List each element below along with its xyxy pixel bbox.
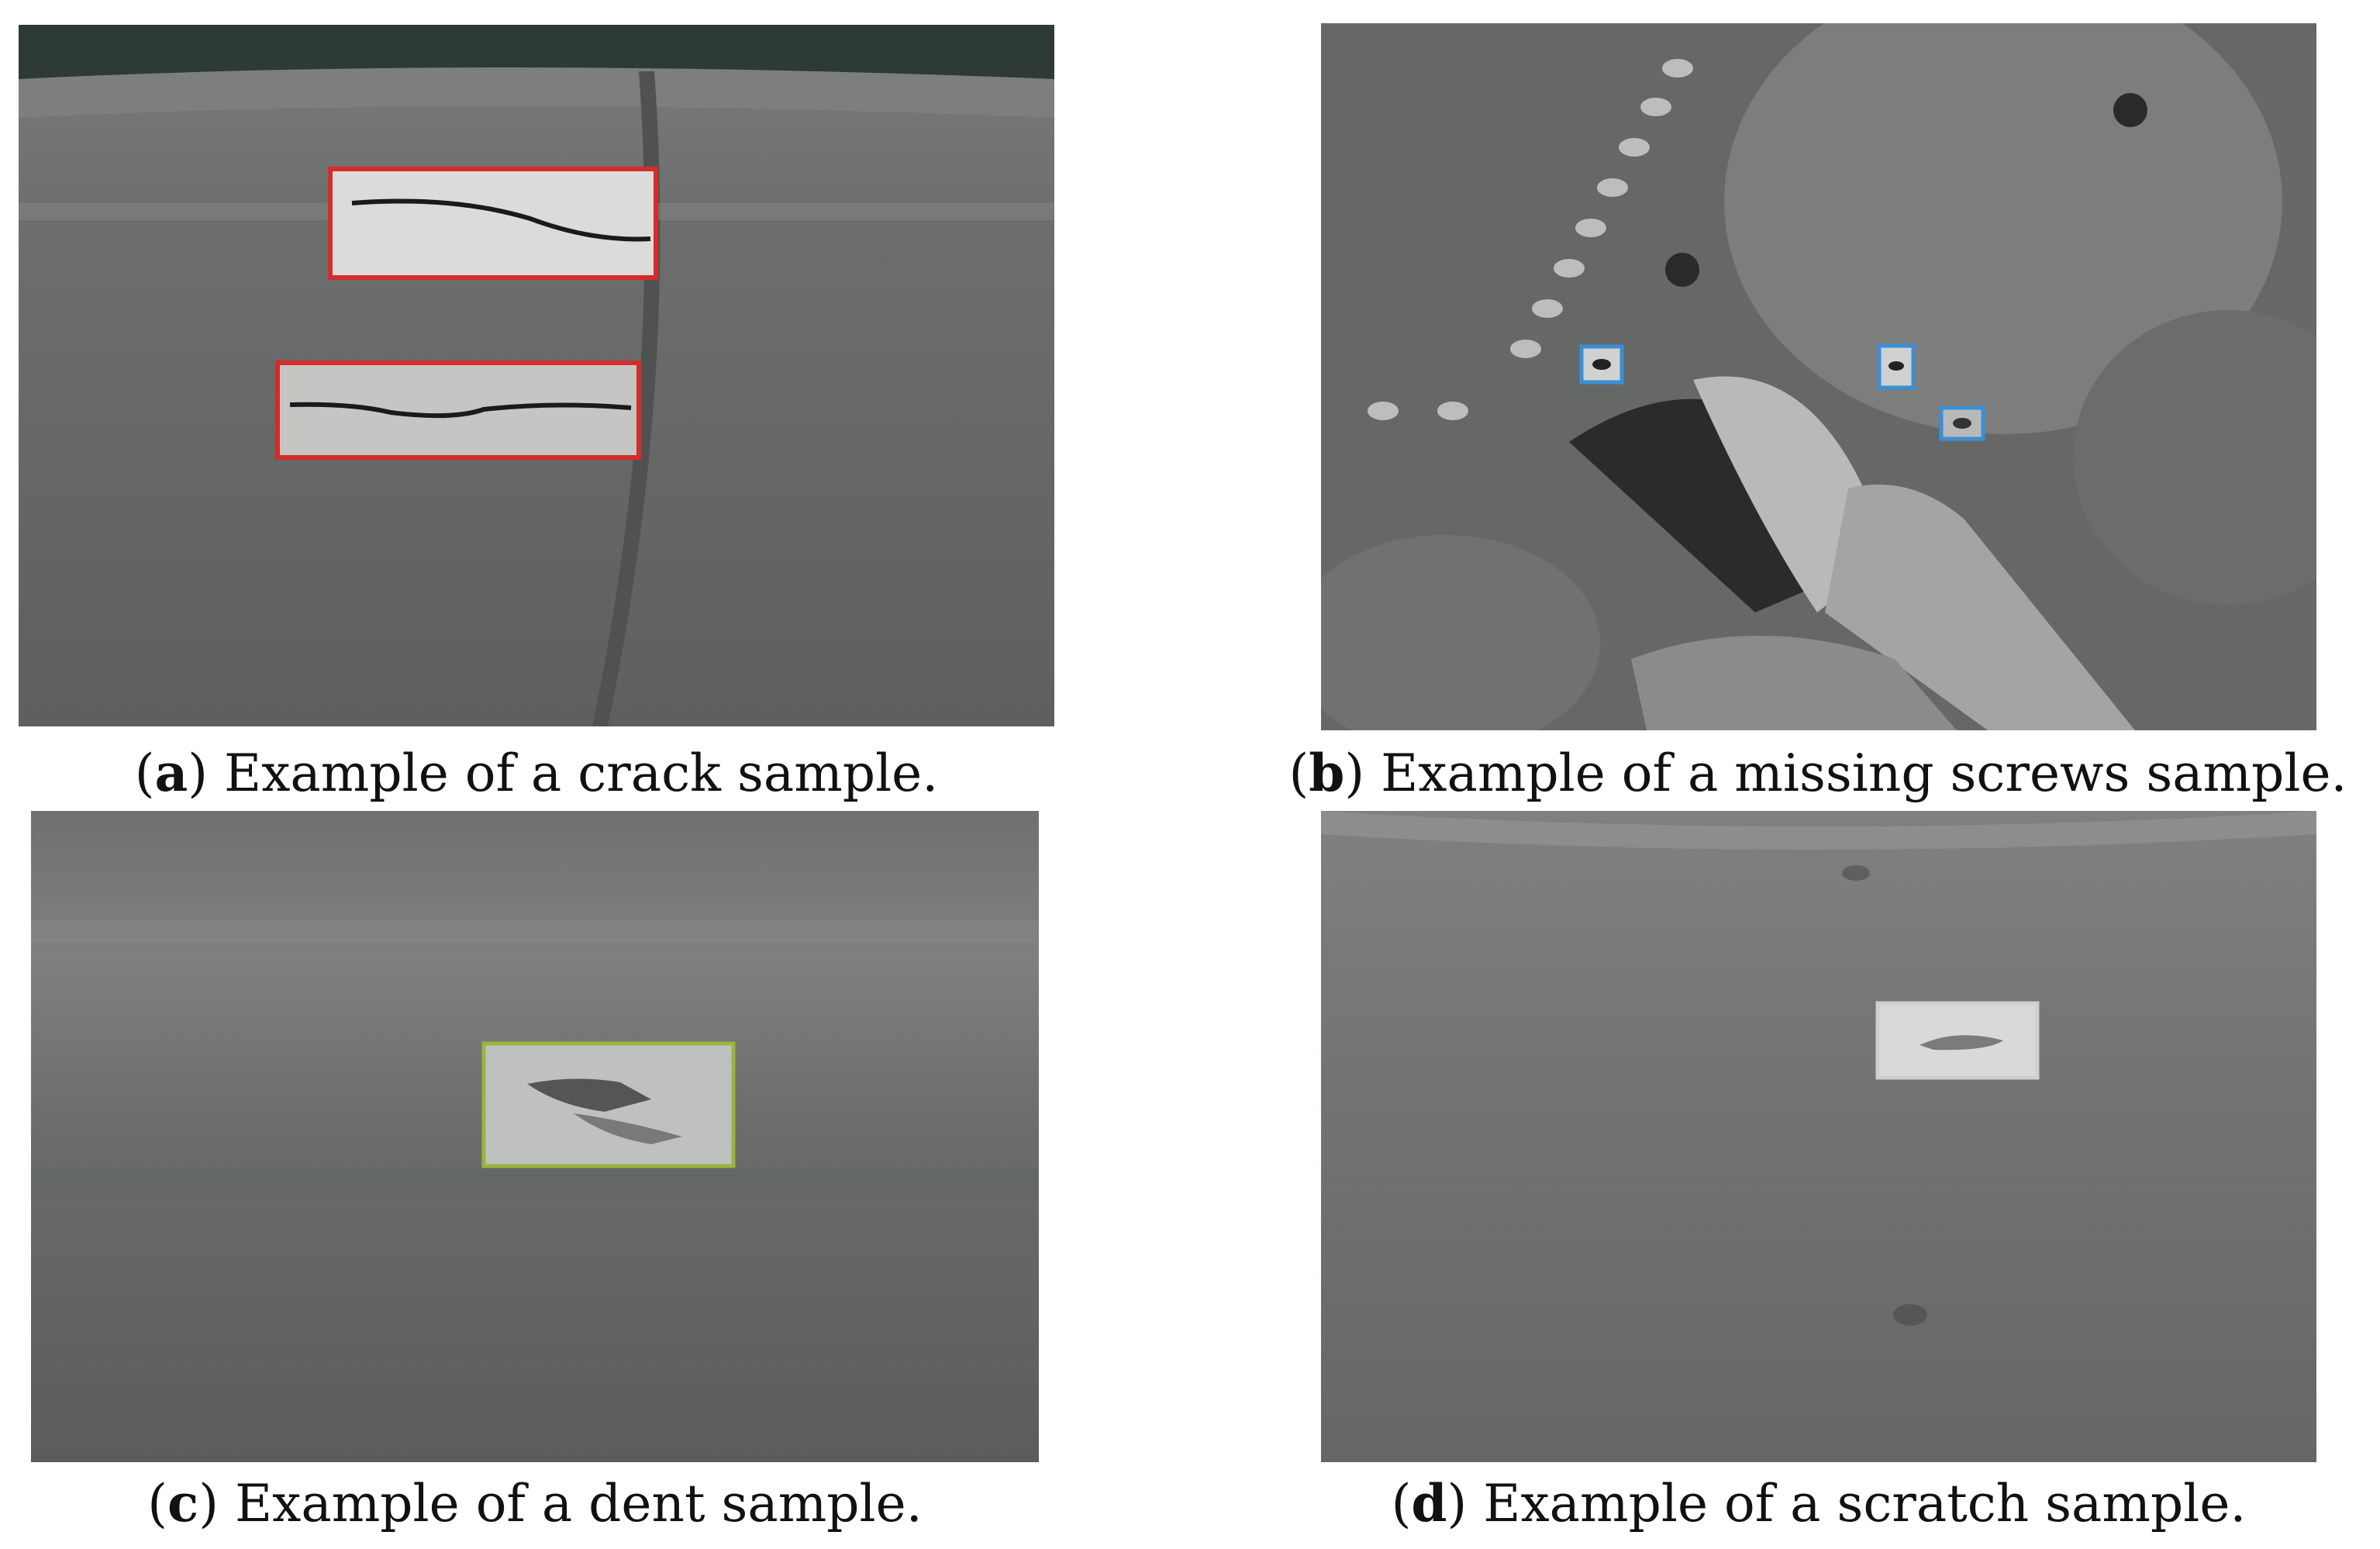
missing-screw-box-2 bbox=[1877, 343, 1916, 390]
panel-c-dent-image bbox=[31, 811, 1039, 1462]
caption-b: (b) Example of a missing screws sample. bbox=[1288, 743, 2347, 803]
missing-screw-box-1 bbox=[1579, 344, 1624, 385]
panel-a-crack-image bbox=[19, 25, 1054, 726]
crack-box-1 bbox=[328, 167, 658, 280]
panel-b-missing-screws-image bbox=[1321, 23, 2316, 730]
caption-c: (c) Example of a dent sample. bbox=[147, 1473, 923, 1533]
caption-a: (a) Example of a crack sample. bbox=[134, 743, 939, 803]
caption-c-letter: c bbox=[167, 1473, 199, 1533]
caption-b-letter: b bbox=[1309, 743, 1345, 803]
crack-box-2 bbox=[275, 361, 641, 460]
caption-a-letter: a bbox=[154, 743, 188, 803]
panel-d-scratch-image bbox=[1321, 811, 2316, 1462]
missing-screw-box-3 bbox=[1939, 405, 1985, 441]
scratch-box bbox=[1875, 1001, 2040, 1080]
caption-d: (d) Example of a scratch sample. bbox=[1391, 1473, 2247, 1533]
caption-d-letter: d bbox=[1411, 1473, 1447, 1533]
dent-box bbox=[481, 1041, 736, 1168]
